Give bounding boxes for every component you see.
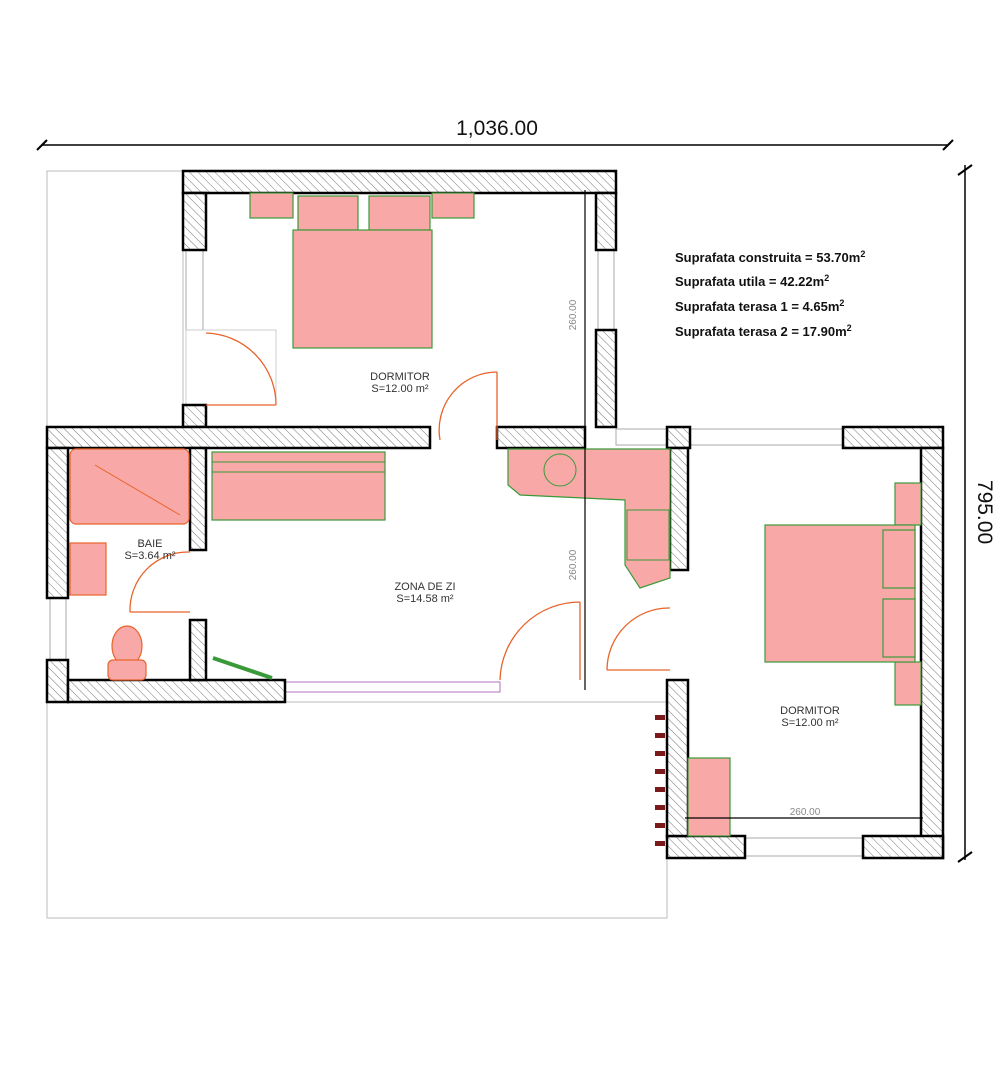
brick-column	[655, 715, 665, 846]
shower	[69, 448, 190, 525]
room-area: S=12.00 m²	[781, 717, 839, 729]
room-name: BAIE	[137, 538, 162, 550]
bathroom-sink	[69, 542, 107, 596]
room-name: DORMITOR	[780, 705, 840, 717]
svg-text:Suprafata terasa 1 = 4.65m2: Suprafata terasa 1 = 4.65m2	[675, 298, 844, 314]
room-area: S=14.58 m²	[396, 593, 454, 605]
room-area: S=12.00 m²	[371, 383, 429, 395]
terrace-2	[46, 701, 668, 919]
dimension-height: 795.00	[957, 164, 996, 863]
sofa	[211, 451, 386, 521]
terrace-1	[46, 170, 184, 428]
desk	[687, 757, 731, 837]
svg-text:Suprafata utila = 42.22m2: Suprafata utila = 42.22m2	[675, 273, 829, 289]
chair	[212, 656, 273, 680]
room-area: S=3.64 m²	[124, 550, 175, 562]
svg-text:1,036.00: 1,036.00	[456, 117, 538, 140]
dim-label: 260.00	[568, 549, 579, 580]
dim-label: 260.00	[790, 807, 821, 818]
dim-label: 260.00	[568, 299, 579, 330]
doors	[129, 332, 671, 681]
room-name: ZONA DE ZI	[394, 581, 455, 593]
dimension-width: 1,036.00	[36, 117, 954, 151]
svg-text:795.00: 795.00	[973, 480, 996, 544]
bed-top	[249, 192, 475, 349]
windows	[49, 249, 864, 857]
room-name: DORMITOR	[370, 371, 430, 383]
bed-right	[764, 482, 922, 706]
toilet	[107, 625, 147, 681]
svg-text:Suprafata terasa 2 = 17.90m2: Suprafata terasa 2 = 17.90m2	[675, 323, 852, 339]
area-summary: Suprafata construita = 53.70m2 Suprafata…	[675, 249, 865, 339]
kitchen-counter	[507, 448, 671, 589]
svg-text:Suprafata construita = 53.70m2: Suprafata construita = 53.70m2	[675, 249, 865, 265]
